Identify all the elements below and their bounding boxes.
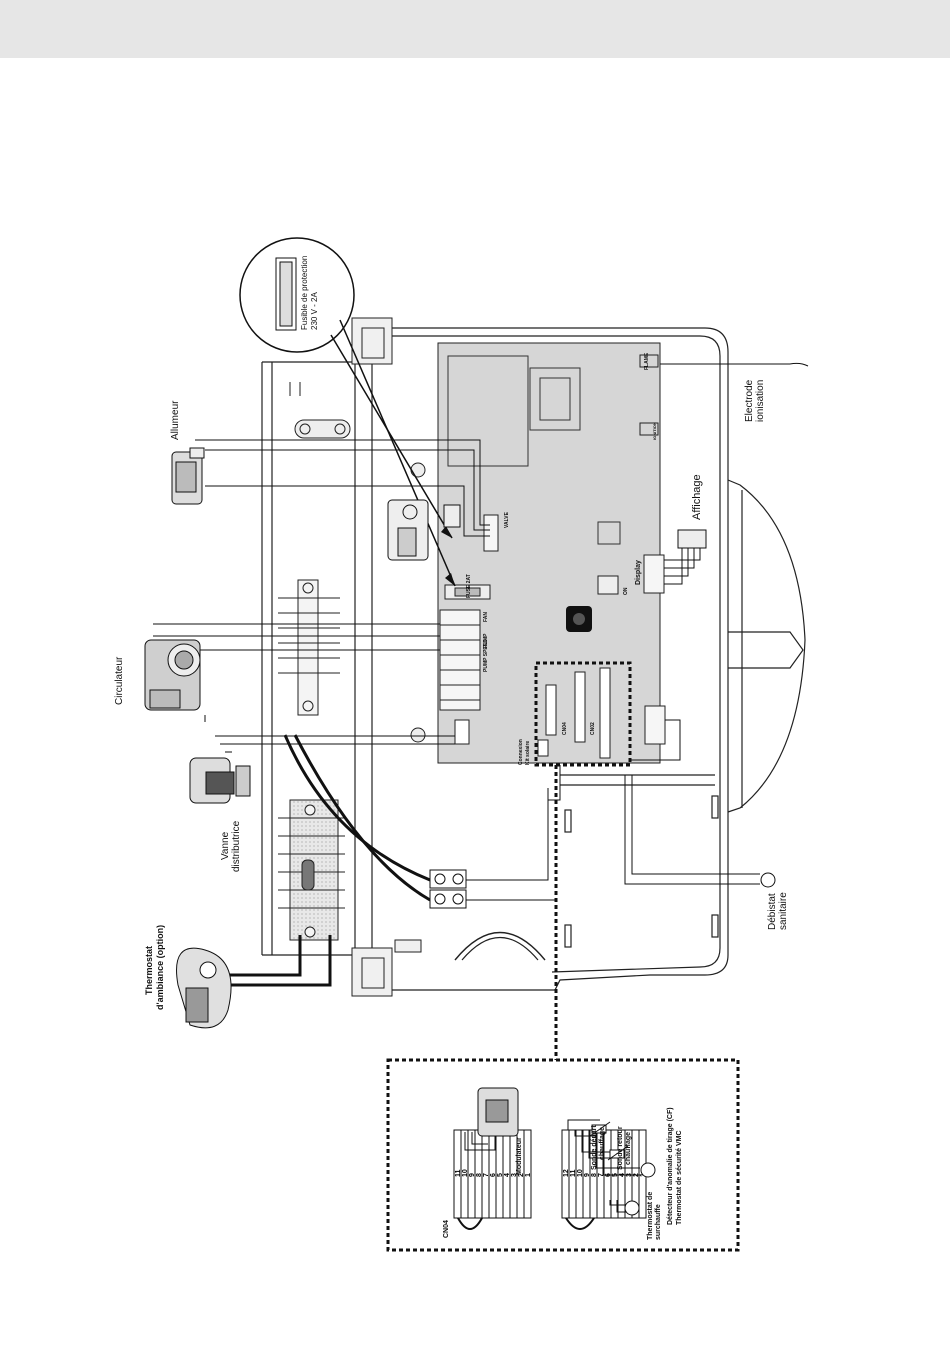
- vanne-label-1: Vanne: [220, 831, 231, 860]
- pin-cell: [523, 1129, 532, 1219]
- pin-number: 12: [563, 1169, 570, 1177]
- detecteur-label-2: Thermostat de sécurité VMC: [676, 1130, 683, 1225]
- thermostat-surchauffe-1: Thermostat de: [647, 1192, 654, 1240]
- board-solar-label-2: Kit solaire: [525, 741, 531, 765]
- board-on-label: ON: [623, 587, 629, 595]
- affichage-connector-icon: [677, 529, 707, 549]
- thermostat-label-1: Thermostat: [144, 946, 154, 995]
- pin-number: 4: [504, 1173, 511, 1177]
- fuse-rating: 230 V - 2A: [310, 292, 319, 330]
- circulateur-label: Circulateur: [114, 656, 125, 705]
- detail-box: [386, 1058, 740, 1252]
- sonde-depart-2: chauffage: [599, 1127, 606, 1160]
- circulateur-icon: [144, 639, 201, 711]
- thermostat-label-2: d'ambiance (option): [155, 925, 165, 1010]
- board-solar-label-1: Connexion: [518, 739, 524, 765]
- control-board: [437, 342, 666, 764]
- board-display-label: Display: [635, 560, 642, 585]
- thermostat-surchauffe-2: surchauffe: [655, 1204, 662, 1240]
- board-cn02-label: CN02: [590, 722, 596, 735]
- thermostat-ambiance-icon: [176, 947, 232, 1029]
- pin-number: 9: [584, 1173, 591, 1177]
- wiring-lines: [153, 363, 790, 901]
- pin-number: 8: [591, 1173, 598, 1177]
- vanne-label-2: distributrice: [231, 820, 242, 872]
- thermostat-wires: [230, 734, 431, 987]
- pin-number: 3: [511, 1173, 518, 1177]
- board-flame-label: FLAME: [644, 352, 650, 370]
- sonde-retour-2: chauffage: [625, 1132, 632, 1165]
- pin-number: 11: [570, 1169, 577, 1177]
- debistat-label-2: sanitaire: [778, 892, 789, 930]
- vanne-distributrice-icon: [189, 757, 251, 804]
- debistat-label-1: Débistat: [767, 893, 778, 930]
- pin-number: 8: [476, 1173, 483, 1177]
- boiler-housing: [261, 327, 806, 991]
- pin-number: 1: [525, 1173, 532, 1177]
- detail-wires: [464, 1119, 640, 1213]
- electrode-label-2: ionisation: [755, 380, 766, 422]
- allumeur-icon: [171, 447, 205, 505]
- board-fan-label: FAN: [483, 612, 489, 622]
- top-banner: [0, 0, 950, 58]
- pin-number: 2: [518, 1173, 525, 1177]
- board-valve-label: VALVE: [504, 511, 510, 528]
- board-pump-speed-label: PUMP SPEED: [483, 639, 489, 672]
- electrode-label-1: Electrode: [744, 379, 755, 422]
- pin-number: 11: [455, 1169, 462, 1177]
- valve-assembly-icon: [387, 499, 461, 561]
- board-pump-label: PUMP: [483, 633, 489, 648]
- hinge-upper: [289, 382, 426, 743]
- pin-number: 10: [462, 1169, 469, 1177]
- board-fuse-label: FUSE 2AT: [466, 574, 472, 598]
- pin-number: 7: [598, 1173, 605, 1177]
- pin-number: 10: [577, 1169, 584, 1177]
- fuse-title: Fusible de protection: [300, 256, 309, 330]
- sonde-depart-1: Sonde départ: [591, 1125, 598, 1170]
- allumeur-label: Allumeur: [170, 400, 181, 440]
- pin-number: 7: [483, 1173, 490, 1177]
- terminal-strip-lower: [278, 799, 345, 941]
- fuse-label: Fusible de protection 230 V - 2A: [300, 256, 319, 330]
- wire-connectors: [429, 869, 467, 909]
- pin-number: 9: [469, 1173, 476, 1177]
- detail-modulateur-label: Modulateur: [516, 1137, 523, 1175]
- electrode-icon: [789, 362, 809, 367]
- affichage-label: Affichage: [691, 474, 703, 520]
- sonde-retour-1: Sonde retour: [617, 1126, 624, 1170]
- bracket-top: [351, 317, 422, 997]
- board-cn04-label: CN04: [562, 722, 568, 735]
- detail-cn04-label: CN04: [443, 1220, 450, 1238]
- pin-number: 6: [490, 1173, 497, 1177]
- modulateur-icon: [477, 1087, 519, 1137]
- debistat-icon: [760, 872, 776, 888]
- detecteur-label-1: Détecteur d'anomalie de tirage (CF): [667, 1107, 674, 1225]
- terminal-strip-upper: [278, 579, 340, 716]
- fuse-magnifier: [239, 237, 456, 587]
- sensor-symbols: [589, 1121, 656, 1216]
- pin-number: 5: [497, 1173, 504, 1177]
- board-ignition-label: IGNITION: [652, 422, 657, 440]
